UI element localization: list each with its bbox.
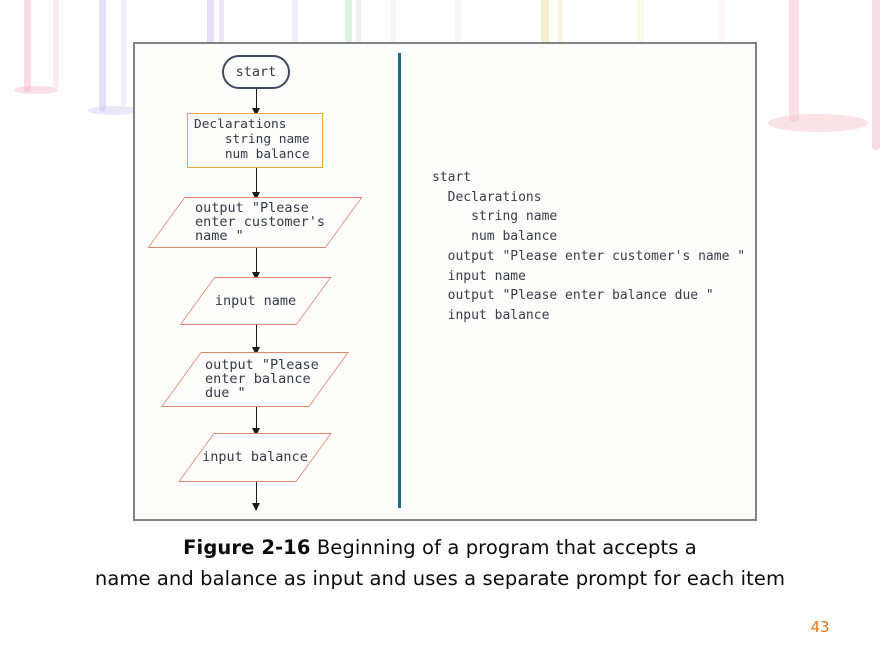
decorative-leg: [121, 0, 126, 106]
decorative-leg: [99, 0, 106, 112]
flowchart-output-balance-text: output "Please enter balance due ": [205, 357, 319, 402]
figure-caption-line1: Figure 2-16 Beginning of a program that …: [0, 533, 880, 564]
figure-caption-line1-rest: Beginning of a program that accepts a: [310, 536, 697, 559]
flowchart-input-balance-text: input balance: [202, 449, 308, 466]
panel-divider-line: [398, 53, 401, 508]
flowchart-start-terminal: start: [222, 55, 290, 89]
decorative-leg: [789, 0, 799, 122]
decorative-foot: [14, 86, 58, 94]
decorative-leg: [53, 0, 59, 88]
decorative-leg: [24, 0, 31, 92]
flow-arrow: [251, 248, 260, 280]
flowchart-input-name-parallelogram: input name: [179, 277, 332, 325]
flow-arrow: [251, 168, 260, 200]
decorative-foot: [768, 114, 868, 132]
flowchart-input-balance-parallelogram: input balance: [178, 433, 332, 482]
flowchart-declarations-box: Declarations string name num balance: [187, 113, 323, 168]
figure-caption-line2: name and balance as input and uses a sep…: [94, 566, 786, 590]
flowchart-output-name-text: output "Please enter customer's name ": [195, 200, 326, 245]
flow-arrow: [251, 482, 260, 511]
flowchart-output-balance-parallelogram: output "Please enter balance due ": [161, 352, 349, 407]
figure-caption: Figure 2-16 Beginning of a program that …: [0, 533, 880, 594]
decorative-leg: [872, 0, 880, 150]
flow-arrow: [251, 407, 260, 436]
flow-arrow: [251, 325, 260, 355]
figure-2-16-panel: start Declarations string name num balan…: [133, 42, 757, 521]
pseudocode-listing: start Declarations string name num balan…: [432, 170, 746, 323]
page-number: 43: [810, 618, 830, 636]
flow-arrow: [251, 89, 260, 116]
flowchart-input-name-text: input name: [214, 292, 297, 309]
flowchart-output-name-parallelogram: output "Please enter customer's name ": [147, 197, 363, 248]
figure-caption-label: Figure 2-16: [183, 536, 311, 559]
